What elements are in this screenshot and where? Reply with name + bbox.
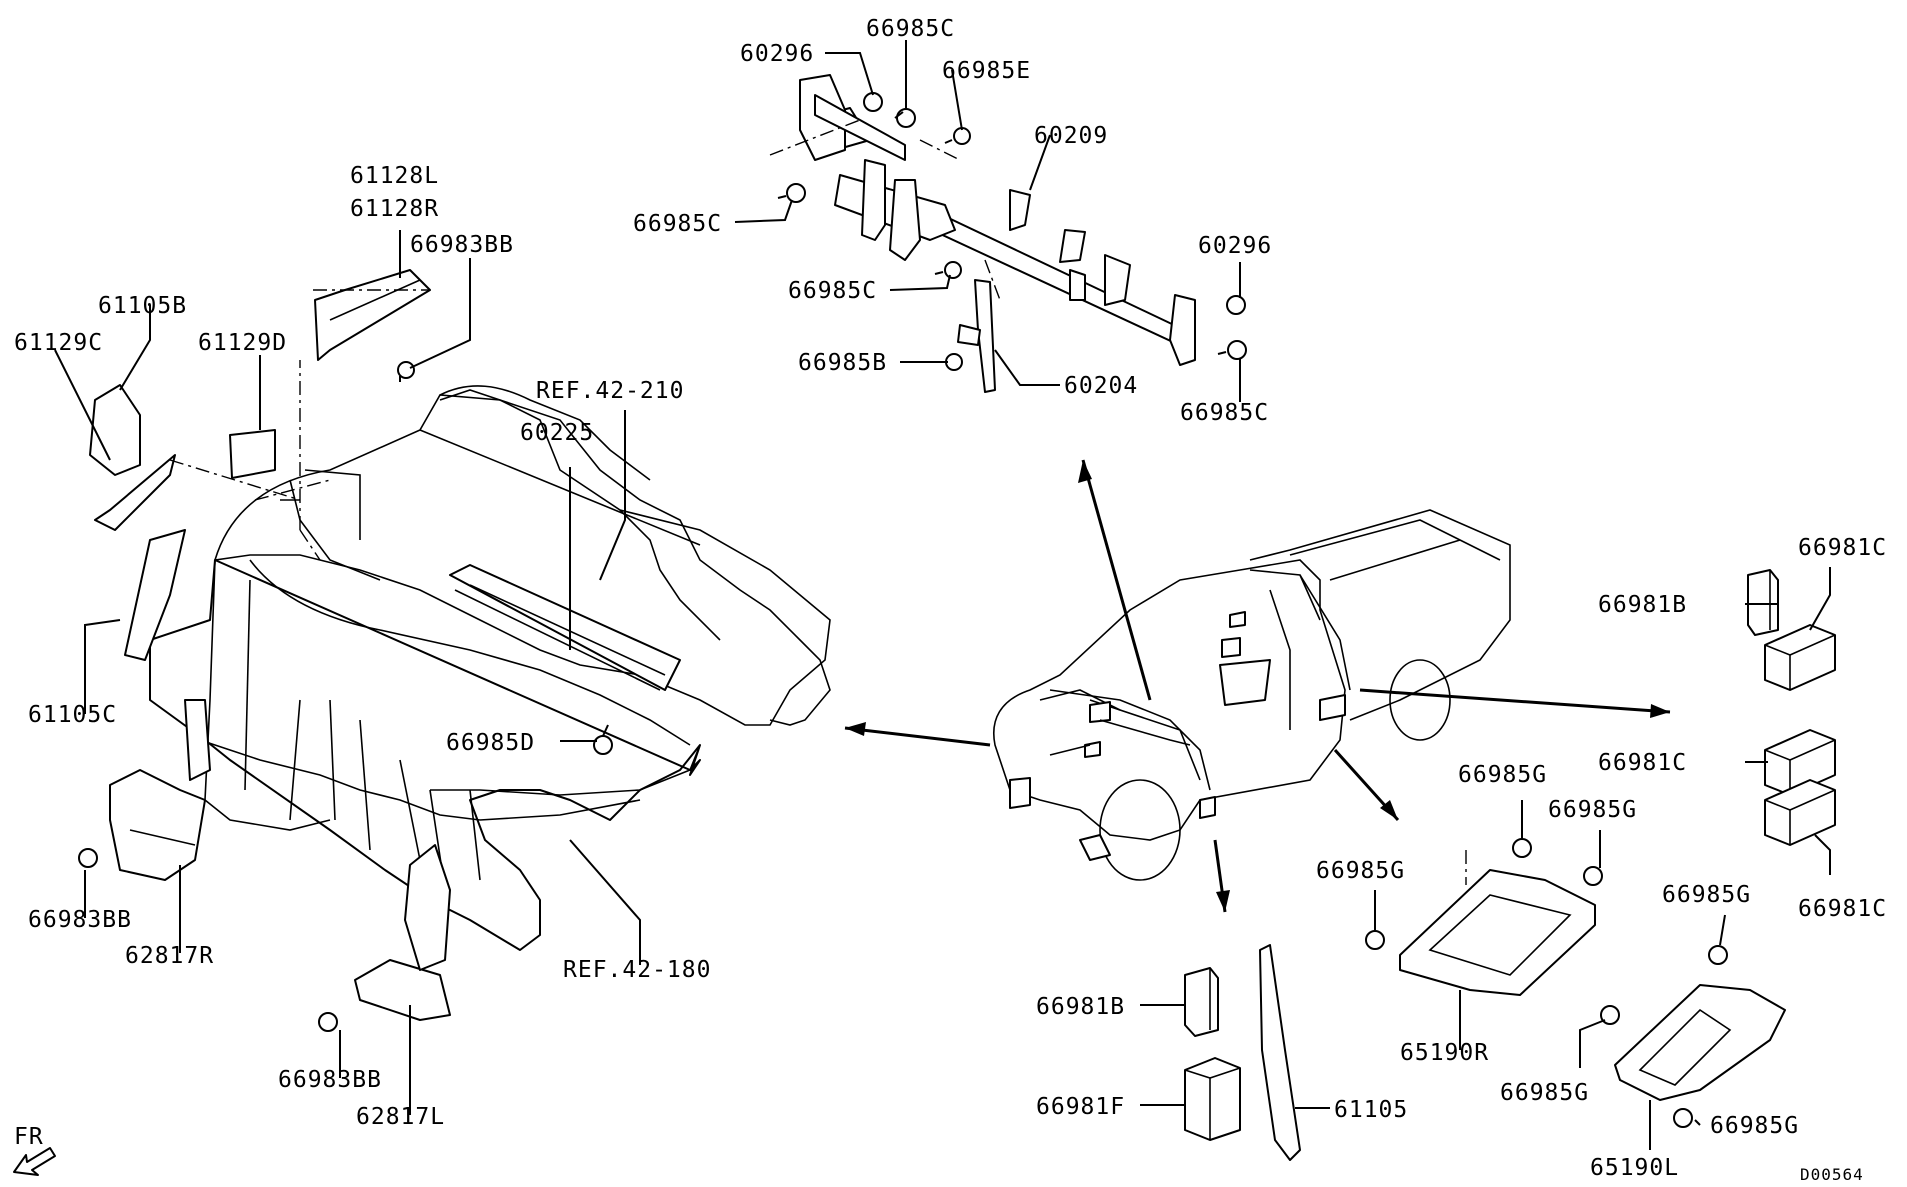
label-ref-42-210: REF.42-210	[536, 378, 684, 404]
ecu-brackets	[1365, 838, 1786, 1128]
fr-label: FR	[14, 1124, 44, 1150]
vehicle-outline	[993, 509, 1511, 881]
label-66983bb: 66983BB	[410, 232, 514, 258]
label-61105c: 61105C	[28, 702, 117, 728]
steering-support-member	[769, 74, 1247, 393]
label-61128l: 61128L	[350, 163, 439, 189]
label-ref-42-180: REF.42-180	[563, 957, 711, 983]
label-61129d: 61129D	[198, 330, 287, 356]
label-66981c: 66981C	[1798, 535, 1887, 561]
label-66985d: 66985D	[446, 730, 535, 756]
label-66985c: 66985C	[633, 211, 722, 237]
pads-bottom	[1184, 944, 1301, 1161]
label-62817l: 62817L	[356, 1104, 445, 1130]
label-66985g: 66985G	[1316, 858, 1405, 884]
leader-lines	[54, 40, 1831, 1150]
label-66985g: 66985G	[1458, 762, 1547, 788]
label-60296: 60296	[1198, 233, 1272, 259]
label-66985g: 66985G	[1500, 1080, 1589, 1106]
diagram-code: D00564	[1800, 1165, 1864, 1184]
label-65190r: 65190R	[1400, 1040, 1489, 1066]
label-66985c: 66985C	[788, 278, 877, 304]
label-66985e: 66985E	[942, 58, 1031, 84]
direction-arrows	[844, 459, 1671, 913]
pads-right	[1747, 569, 1836, 846]
label-66981b: 66981B	[1036, 994, 1125, 1020]
label-61128r: 61128R	[350, 196, 439, 222]
label-66985b: 66985B	[798, 350, 887, 376]
label-66981b: 66981B	[1598, 592, 1687, 618]
label-66981f: 66981F	[1036, 1094, 1125, 1120]
label-66985g: 66985G	[1710, 1113, 1799, 1139]
label-60209: 60209	[1034, 123, 1108, 149]
label-66985g: 66985G	[1662, 882, 1751, 908]
label-61129c: 61129C	[14, 330, 103, 356]
label-62817r: 62817R	[125, 943, 214, 969]
label-66983bb: 66983BB	[278, 1067, 382, 1093]
label-66981c: 66981C	[1598, 750, 1687, 776]
label-66981c: 66981C	[1798, 896, 1887, 922]
label-66985c: 66985C	[866, 16, 955, 42]
label-66985c: 66985C	[1180, 400, 1269, 426]
label-65190l: 65190L	[1590, 1155, 1679, 1181]
label-66985g: 66985G	[1548, 797, 1637, 823]
label-60204: 60204	[1064, 373, 1138, 399]
label-66983bb: 66983BB	[28, 907, 132, 933]
callout-labels: 60296 66985C 66985E 60209 66985C 60296 6…	[14, 16, 1887, 1181]
label-60296: 60296	[740, 41, 814, 67]
front-arrow-icon	[13, 1147, 56, 1176]
label-60225: 60225	[520, 420, 594, 446]
front-body-structure	[78, 269, 831, 1032]
front-direction-indicator: FR	[13, 1124, 56, 1176]
label-61105b: 61105B	[98, 293, 187, 319]
label-61105: 61105	[1334, 1097, 1408, 1123]
